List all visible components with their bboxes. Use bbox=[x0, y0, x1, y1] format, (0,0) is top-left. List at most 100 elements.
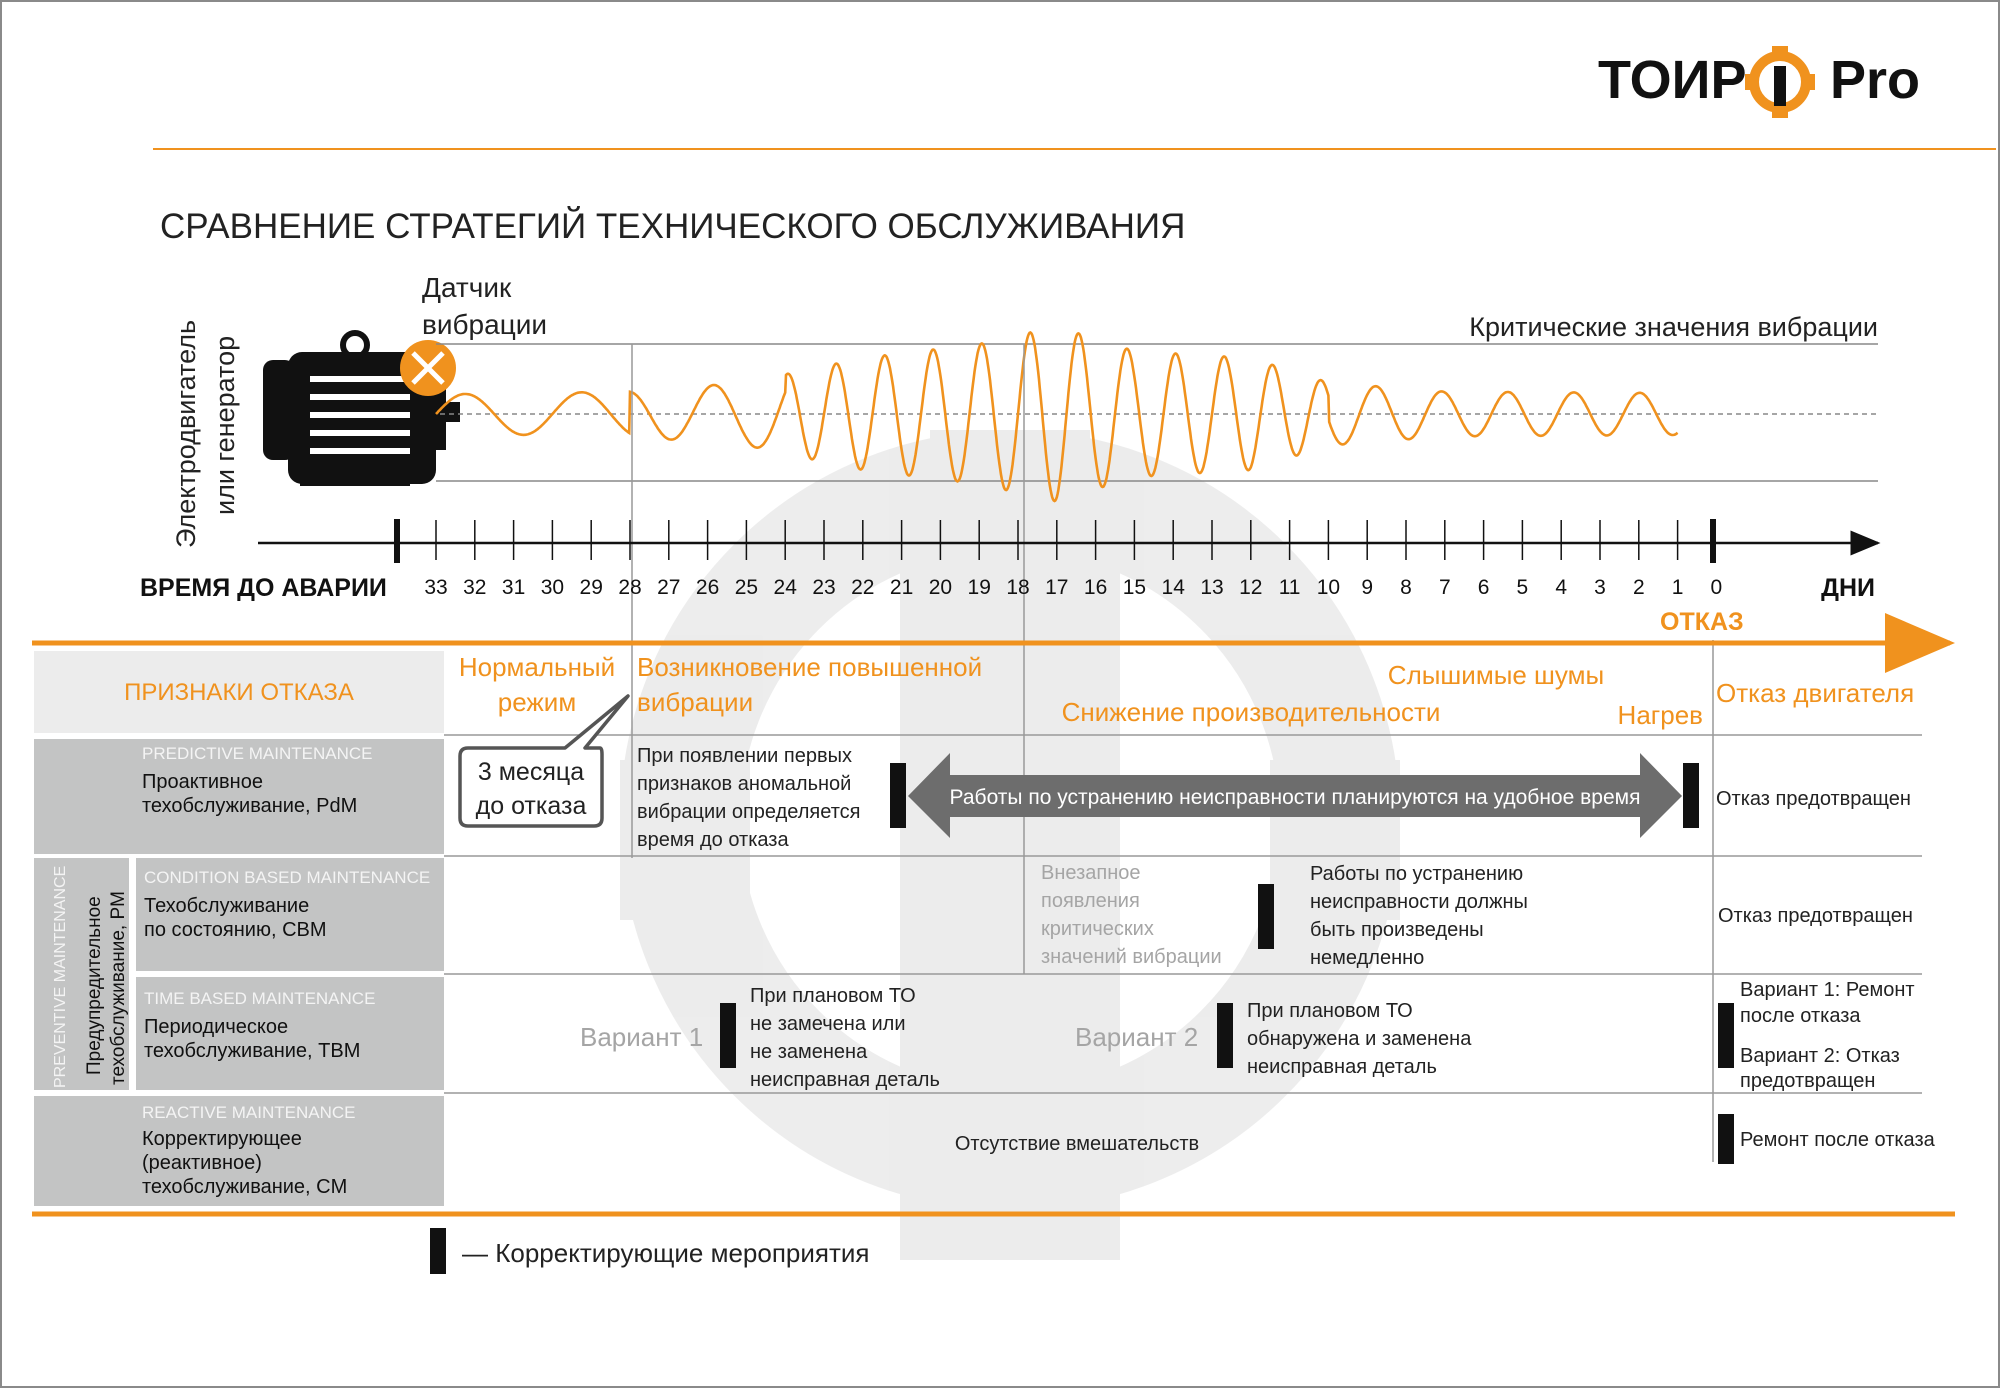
day-label: 6 bbox=[1478, 576, 1490, 599]
cm-text: Отсутствие вмешательств bbox=[955, 1133, 1199, 1155]
callout-line1: 3 месяца bbox=[478, 758, 584, 786]
tbm-en-label: TIME BASED MAINTENANCE bbox=[144, 989, 375, 1008]
cbm-cell bbox=[136, 858, 444, 971]
tbm-result1-line1: Вариант 1: Ремонт bbox=[1740, 979, 1915, 1001]
tbm-ru-line2: техобслуживание, TBM bbox=[144, 1040, 360, 1062]
cm-ru-line2: (реактивное) bbox=[142, 1152, 262, 1174]
sign-heating: Нагрев bbox=[1618, 700, 1703, 730]
tbm-variant2-line1: При плановом ТО bbox=[1247, 1000, 1413, 1022]
day-label: 27 bbox=[657, 576, 680, 599]
day-label: 2 bbox=[1633, 576, 1645, 599]
pdm-planning-arrow bbox=[908, 753, 1682, 838]
sign-normal-line2: режим bbox=[498, 687, 576, 717]
tbm-cell bbox=[136, 977, 444, 1090]
day-label: 8 bbox=[1400, 576, 1412, 599]
timeline-ticks bbox=[435, 520, 1679, 560]
pm-group-cell bbox=[34, 858, 129, 1090]
day-label: 9 bbox=[1361, 576, 1373, 599]
day-label: 23 bbox=[812, 576, 835, 599]
day-label: 29 bbox=[580, 576, 603, 599]
cbm-text-line4: немедленно bbox=[1310, 947, 1424, 969]
day-label: 4 bbox=[1555, 576, 1567, 599]
pdm-cell bbox=[34, 739, 444, 854]
motor-fins bbox=[310, 376, 410, 454]
day-label: 11 bbox=[1279, 576, 1301, 599]
day-label: 10 bbox=[1317, 576, 1340, 599]
tbm-result2-line1: Вариант 2: Отказ bbox=[1740, 1045, 1900, 1067]
sensor-icon bbox=[400, 340, 456, 396]
toir-pro-logo: ТОИР Pro bbox=[1598, 46, 1920, 118]
tbm-variant2-line3: неисправная деталь bbox=[1247, 1056, 1437, 1078]
day-label: 24 bbox=[774, 576, 798, 599]
day-label: 32 bbox=[463, 576, 486, 599]
logo-gear-icon bbox=[1745, 46, 1815, 118]
day-label: 33 bbox=[424, 576, 447, 599]
motor-label-line2: или генератор bbox=[210, 336, 240, 515]
cm-ru-line3: техобслуживание, CM bbox=[142, 1176, 347, 1198]
sensor-label-line2: вибрации bbox=[422, 309, 547, 340]
pm-ru-line2: техобслуживание, PM bbox=[108, 891, 129, 1085]
cbm-action-marker bbox=[1258, 884, 1274, 949]
pdm-result: Отказ предотвращен bbox=[1716, 788, 1911, 810]
tbm-variant2-line2: обнаружена и заменена bbox=[1247, 1028, 1472, 1050]
day-label: 22 bbox=[851, 576, 874, 599]
cbm-text-line3: быть произведены bbox=[1310, 919, 1484, 941]
pdm-arrow-text: Работы по устранению неисправности плани… bbox=[950, 786, 1641, 809]
day-label: 31 bbox=[502, 576, 525, 599]
day-label: 16 bbox=[1084, 576, 1107, 599]
pdm-action-marker-end bbox=[1683, 763, 1699, 828]
cbm-text-line1: Работы по устранению bbox=[1310, 863, 1523, 885]
cbm-sudden-line3: критических bbox=[1041, 918, 1154, 940]
pm-en-label: PREVENTIVE MAINTENANCE bbox=[52, 866, 69, 1088]
sensor-label-line1: Датчик bbox=[422, 272, 512, 303]
tbm-variant2-label: Вариант 2 bbox=[1075, 1022, 1198, 1052]
timeline-end-marker bbox=[1710, 519, 1716, 563]
legend-marker bbox=[430, 1228, 446, 1274]
day-label: 3 bbox=[1594, 576, 1606, 599]
day-label: 1 bbox=[1672, 576, 1684, 599]
tbm-variant1-label: Вариант 1 bbox=[580, 1022, 703, 1052]
tbm-variant2-marker bbox=[1217, 1003, 1233, 1068]
tbm-variant1-marker bbox=[720, 1003, 736, 1068]
tbm-result-marker bbox=[1718, 1003, 1734, 1068]
cm-en-label: REACTIVE MAINTENANCE bbox=[142, 1103, 355, 1122]
tbm-variant1-line3: не заменена bbox=[750, 1041, 868, 1063]
time-to-failure-label: ВРЕМЯ ДО АВАРИИ bbox=[140, 574, 387, 602]
cbm-sudden-line4: значений вибрации bbox=[1041, 946, 1222, 968]
cm-cell bbox=[34, 1096, 444, 1206]
pdm-ru-line2: техобслуживание, PdM bbox=[142, 795, 357, 817]
day-label: 20 bbox=[929, 576, 952, 599]
cm-ru-line1: Корректирующее bbox=[142, 1128, 302, 1150]
legend-text: — Корректирующие мероприятия bbox=[462, 1238, 869, 1268]
sign-noise: Слышимые шумы bbox=[1388, 660, 1604, 690]
cbm-sudden-line2: появления bbox=[1041, 890, 1140, 912]
cm-action-marker bbox=[1718, 1114, 1734, 1164]
day-label: 17 bbox=[1045, 576, 1068, 599]
day-label: 7 bbox=[1439, 576, 1451, 599]
days-label: ДНИ bbox=[1821, 574, 1875, 602]
cbm-result: Отказ предотвращен bbox=[1718, 905, 1913, 927]
pdm-text-line1: При появлении первых bbox=[637, 745, 852, 767]
day-label: 28 bbox=[618, 576, 641, 599]
cm-result: Ремонт после отказа bbox=[1740, 1129, 1936, 1151]
motor-label-line1: Электродвигатель bbox=[171, 320, 201, 548]
tbm-variant1-line4: неисправная деталь bbox=[750, 1069, 940, 1091]
day-label: 12 bbox=[1239, 576, 1262, 599]
day-label: 18 bbox=[1006, 576, 1029, 599]
cbm-text-line2: неисправности должны bbox=[1310, 891, 1528, 913]
signs-header-cell bbox=[34, 651, 444, 733]
signs-header: ПРИЗНАКИ ОТКАЗА bbox=[124, 679, 354, 706]
tbm-ru-line1: Периодическое bbox=[144, 1016, 288, 1038]
failure-label: ОТКАЗ bbox=[1660, 608, 1744, 636]
callout-line2: до отказа bbox=[476, 792, 587, 820]
tbm-result1-line2: после отказа bbox=[1740, 1005, 1861, 1027]
day-label: 14 bbox=[1162, 576, 1186, 599]
day-label: 19 bbox=[968, 576, 991, 599]
vibration-waveform bbox=[435, 331, 1679, 503]
tbm-variant1-line1: При плановом ТО bbox=[750, 985, 916, 1007]
day-label: 13 bbox=[1200, 576, 1223, 599]
pm-ru-line1: Предупредительное bbox=[84, 896, 105, 1075]
pdm-ru-line1: Проактивное bbox=[142, 771, 263, 793]
